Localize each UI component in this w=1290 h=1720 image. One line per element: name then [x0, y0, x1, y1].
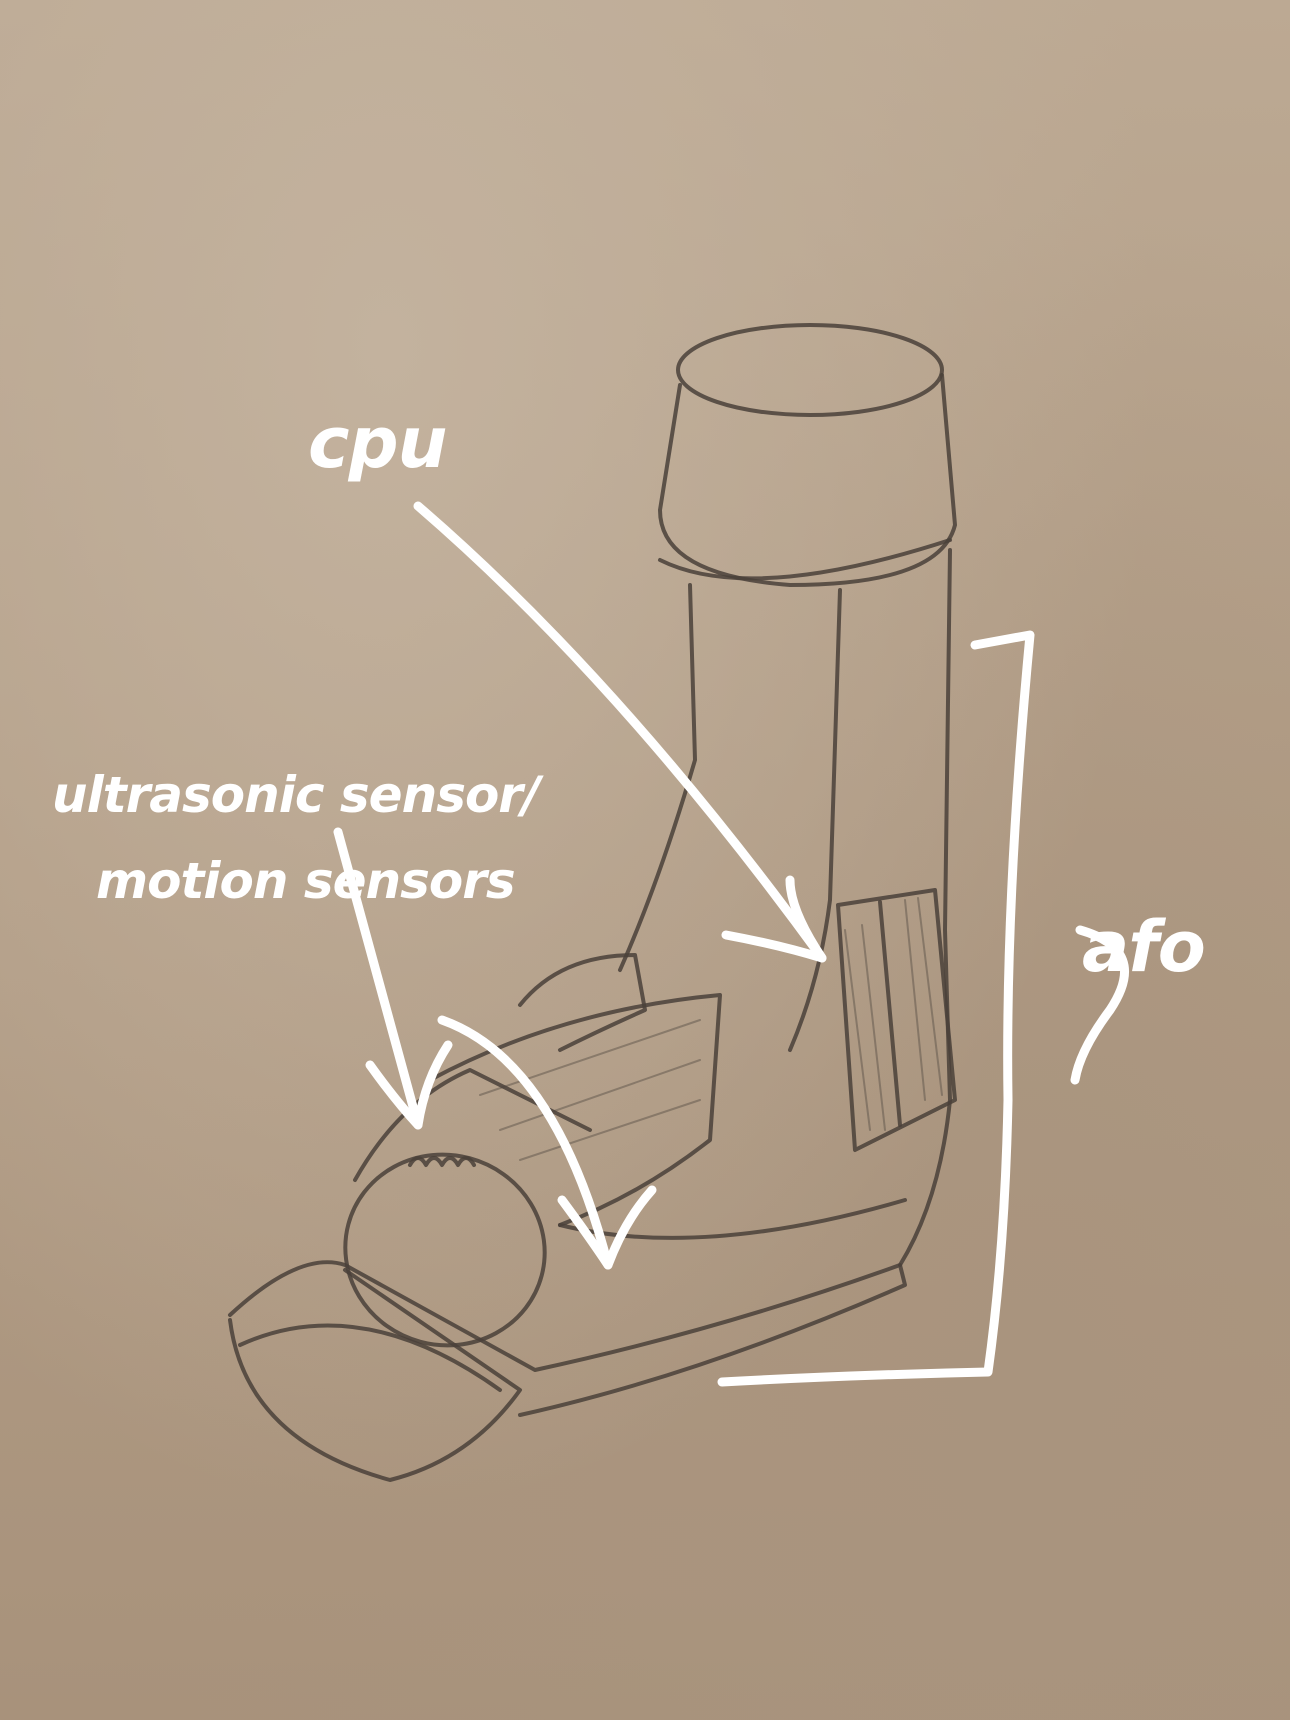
instep-strap	[520, 955, 645, 1050]
annotations	[338, 506, 1125, 1382]
ultrasonic-label-line-1: ultrasonic sensor/	[52, 752, 539, 838]
afo-label: afo	[1082, 906, 1205, 988]
heel-curve	[560, 1200, 905, 1238]
foot-cone	[430, 995, 720, 1225]
shaft-middle-line	[790, 590, 840, 1050]
cpu-box-side	[880, 902, 900, 1125]
afo-bracket	[722, 635, 1030, 1382]
toe-strap-edge	[240, 1325, 500, 1390]
cpu-box-shading	[845, 898, 942, 1130]
cuff-bottom-edge	[660, 540, 950, 578]
ultrasonic-sensor-label: ultrasonic sensor/ motion sensors	[52, 752, 539, 924]
sensor-bumps	[410, 1158, 474, 1165]
shaft-back	[900, 550, 950, 1265]
sole-plate	[230, 1262, 905, 1415]
cuff-top-ellipse	[678, 325, 942, 415]
cpu-label: cpu	[308, 402, 446, 484]
ultrasonic-label-line-2: motion sensors	[52, 838, 539, 924]
